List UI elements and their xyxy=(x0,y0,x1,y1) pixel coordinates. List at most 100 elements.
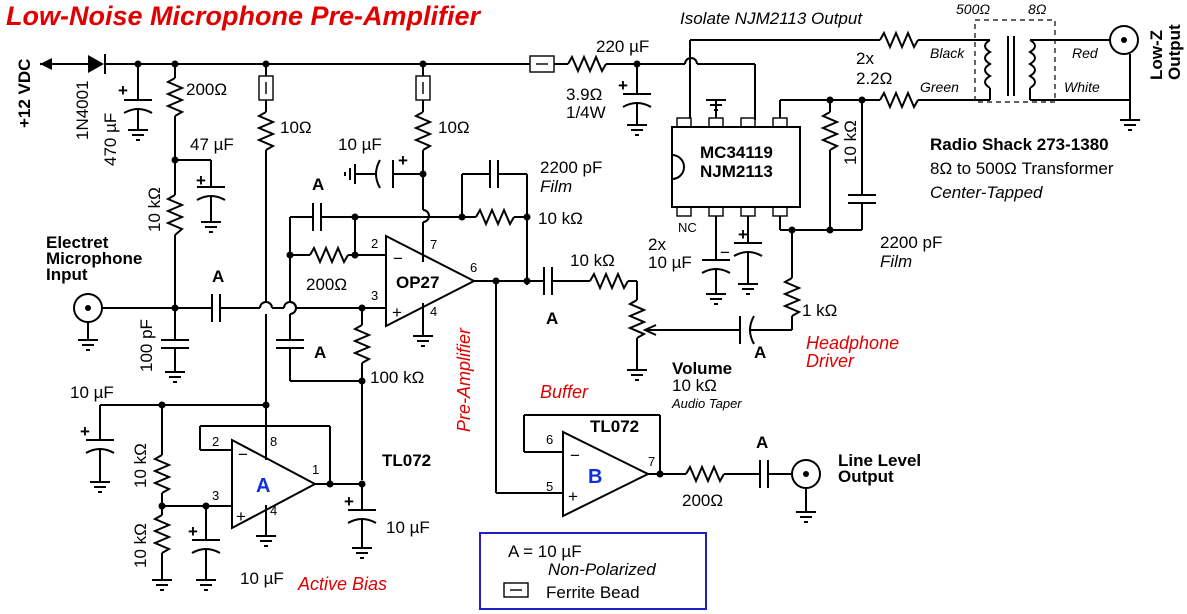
mic-input-jack xyxy=(73,293,212,351)
op27-pin3: 3 xyxy=(371,288,378,303)
active-bias: + + − + xyxy=(80,401,377,591)
c-47-label: 47 µF xyxy=(190,135,234,154)
ic-name-1: MC34119 xyxy=(700,143,773,162)
cap-out-a-label: A xyxy=(546,309,558,328)
r-10k-v-label: 10 kΩ xyxy=(841,120,860,165)
r-3-9-label: 3.9Ω xyxy=(566,85,602,104)
active-bias-label: Active Bias xyxy=(297,574,387,594)
r-100k-label: 100 kΩ xyxy=(370,368,424,387)
c-2200-b-label: 2200 pF xyxy=(880,233,942,252)
c-10-b2-label: 10 µF xyxy=(386,518,430,537)
r-10k-b1-label: 10 kΩ xyxy=(131,443,150,488)
r-1k-label: 1 kΩ xyxy=(802,301,837,320)
output-snubber xyxy=(820,96,876,234)
watt-label: 1/4W xyxy=(566,103,606,122)
op27-label: OP27 xyxy=(396,273,439,292)
isolate-label: Isolate NJM2113 Output xyxy=(680,9,863,28)
supply-label: +12 VDC xyxy=(15,59,34,128)
bias-divider: + xyxy=(165,60,226,340)
diode-symbol xyxy=(88,55,104,73)
svg-text:+: + xyxy=(398,151,408,170)
lowz-label-2: Output xyxy=(1165,24,1184,80)
svg-text:−: − xyxy=(720,243,730,262)
tl072-a-label: TL072 xyxy=(382,451,431,470)
op27-pin2: 2 xyxy=(371,236,378,251)
r-200-out-label: 200Ω xyxy=(682,491,723,510)
svg-text:+: + xyxy=(236,507,246,526)
black-label: Black xyxy=(930,45,965,61)
legend-fb-label: Ferrite Bead xyxy=(546,583,640,602)
cap-line-a-label: A xyxy=(756,433,768,452)
pre-amp-label: Pre-Amplifier xyxy=(454,327,474,432)
svg-text:−: − xyxy=(570,446,580,465)
svg-text:+: + xyxy=(188,522,198,541)
opamp-a-pin1: 1 xyxy=(312,462,319,477)
feedback-network xyxy=(286,160,531,340)
r-10k-div-label: 10 kΩ xyxy=(145,187,164,232)
cap-470-label: 470 µF xyxy=(101,113,120,166)
line-label-1: Line Level xyxy=(838,451,921,470)
op27-pin6: 6 xyxy=(470,260,477,275)
cap-100pf xyxy=(161,339,189,383)
buffer-pin5: 5 xyxy=(546,479,553,494)
bias-100k xyxy=(276,308,372,480)
c-100p-label: 100 pF xyxy=(137,319,156,372)
rs-title: Radio Shack 273-1380 xyxy=(930,135,1109,154)
ohm8-label: 8Ω xyxy=(1028,1,1047,17)
op27-pin4: 4 xyxy=(430,304,437,319)
diode-label: 1N4001 xyxy=(73,80,92,140)
caps-2x10uf: − + xyxy=(701,225,763,305)
legend-np-label: Non-Polarized xyxy=(548,560,656,579)
rs-line2: 8Ω to 500Ω Transformer xyxy=(930,159,1114,178)
buffer-opamp-b: − + xyxy=(523,414,792,518)
transformer xyxy=(974,19,1056,103)
opamp-a-pin8: 8 xyxy=(270,434,277,449)
ferrite-10ohm-left xyxy=(256,60,276,426)
op27-opamp: − + xyxy=(358,234,527,347)
svg-text:+: + xyxy=(738,225,748,244)
svg-text:−: − xyxy=(238,445,248,464)
volume-path xyxy=(492,267,762,494)
buffer-pin6: 6 xyxy=(546,432,553,447)
r-200-fb-label: 200Ω xyxy=(306,275,347,294)
c-10-b1-label: 10 µF xyxy=(240,569,284,588)
c-2200-b-film: Film xyxy=(880,252,912,271)
opamp-a-pin4: 4 xyxy=(270,503,277,518)
c-220-label: 220 µF xyxy=(596,37,649,56)
nc-label: NC xyxy=(678,220,697,235)
line-label-2: Output xyxy=(838,467,894,486)
volume-label: Volume xyxy=(672,359,732,378)
c-10-left-label: 10 µF xyxy=(70,383,114,402)
svg-text:−: − xyxy=(393,249,403,268)
svg-text:+: + xyxy=(118,81,128,100)
white-label: White xyxy=(1064,79,1100,95)
c-2200-fb-film: Film xyxy=(540,177,572,196)
r-10k-in-label: 10 kΩ xyxy=(570,251,615,270)
ferrite-10ohm-right xyxy=(413,60,433,258)
opamp-a-pin3: 3 xyxy=(212,488,219,503)
r-10-a-label: 10Ω xyxy=(280,118,312,137)
cap-470uf: + xyxy=(118,60,153,141)
buffer-pin7: 7 xyxy=(648,454,655,469)
cap-220uf: + xyxy=(618,60,652,136)
r-10k-fb-label: 10 kΩ xyxy=(538,209,583,228)
c-2x10-b-label: 10 µF xyxy=(648,253,692,272)
cap-input-a xyxy=(211,294,362,322)
headphone-label-1: Headphone xyxy=(806,333,899,353)
cap-bias-a-label: A xyxy=(314,343,326,362)
volume-val-label: 10 kΩ xyxy=(672,376,717,395)
cap-fb-a-label: A xyxy=(312,175,324,194)
lowz-label-1: Low-Z xyxy=(1147,30,1166,80)
opamp-a-label: A xyxy=(256,475,270,497)
mic-input-label-3: Input xyxy=(46,265,88,284)
ferrite-bead-icon xyxy=(503,582,529,598)
r-2-2-label: 2.2Ω xyxy=(856,69,892,88)
opamp-a-pin2: 2 xyxy=(212,434,219,449)
audio-taper-label: Audio Taper xyxy=(671,396,742,411)
diagram-title: Low-Noise Microphone Pre-Amplifier xyxy=(6,1,482,31)
svg-text:+: + xyxy=(196,171,206,190)
buffer-label: Buffer xyxy=(540,382,589,402)
svg-text:+: + xyxy=(80,422,90,441)
line-output-jack xyxy=(791,459,821,523)
